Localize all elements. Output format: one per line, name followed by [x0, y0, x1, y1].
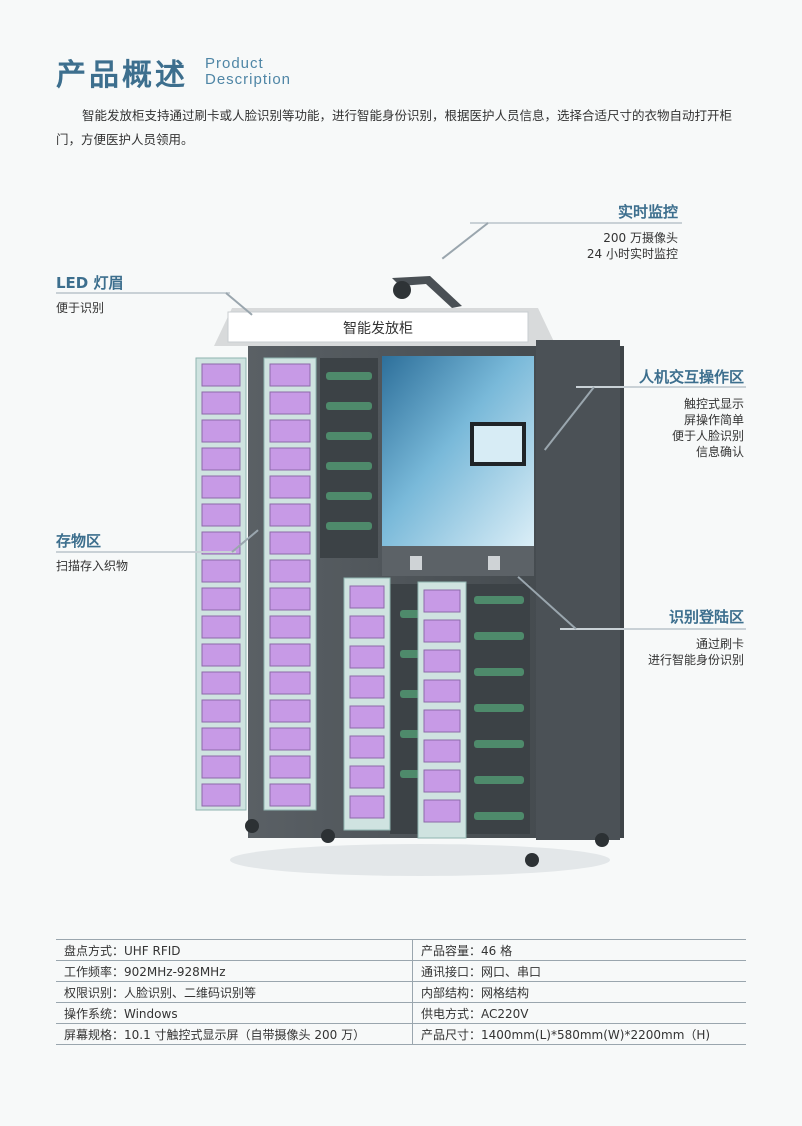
table-row: 盘点方式：UHF RFID 产品容量：46 格	[56, 939, 746, 961]
callout-login-text: 通过刷卡 进行智能身份识别	[647, 637, 744, 667]
callout-led-line	[56, 292, 230, 294]
callout-storage-text: 扫描存入织物	[56, 559, 129, 573]
spec-cell: 操作系统：Windows	[56, 1002, 413, 1024]
spec-cell: 屏幕规格：10.1 寸触控式显示屏（自带摄像头 200 万）	[56, 1023, 413, 1045]
callout-led-title: LED 灯眉	[56, 274, 124, 292]
callout-hmi-text: 触控式显示 屏操作简单 便于人脸识别 信息确认	[671, 397, 744, 459]
callout-login-title: 识别登陆区	[668, 608, 744, 626]
spec-table: 盘点方式：UHF RFID 产品容量：46 格 工作频率：902MHz-928M…	[56, 939, 746, 1045]
title-en: Product Description	[205, 56, 291, 88]
table-row: 工作频率：902MHz-928MHz 通讯接口：网口、串口	[56, 960, 746, 982]
spec-cell: 产品尺寸：1400mm(L)*580mm(W)*2200mm（H)	[412, 1023, 746, 1045]
title-en-line2: Description	[205, 71, 292, 88]
callout-monitor-line	[470, 222, 682, 224]
spec-cell: 通讯接口：网口、串口	[412, 960, 746, 982]
cabinet-label: 智能发放柜	[343, 321, 413, 337]
spec-cell: 盘点方式：UHF RFID	[56, 939, 413, 961]
callout-monitor-text: 200 万摄像头 24 小时实时监控	[586, 231, 678, 261]
callout-led-text: 便于识别	[56, 301, 105, 315]
table-row: 操作系统：Windows 供电方式：AC220V	[56, 1002, 746, 1024]
table-row: 屏幕规格：10.1 寸触控式显示屏（自带摄像头 200 万） 产品尺寸：1400…	[56, 1023, 746, 1045]
intro-text: 智能发放柜支持通过刷卡或人脸识别等功能，进行智能身份识别，根据医护人员信息，选择…	[56, 108, 733, 147]
title-en-line1: Product	[205, 55, 264, 72]
callout-hmi-line	[576, 386, 746, 388]
title-cn: 产品概述	[56, 58, 188, 93]
callout-storage-line	[56, 551, 236, 553]
callout-login-line	[560, 628, 746, 630]
callout-monitor-title: 实时监控	[617, 203, 678, 221]
callout-storage-title: 存物区	[56, 532, 102, 550]
spec-cell: 内部结构：网格结构	[412, 981, 746, 1003]
spec-cell: 产品容量：46 格	[412, 939, 746, 961]
spec-cell: 工作频率：902MHz-928MHz	[56, 960, 413, 982]
table-row: 权限识别：人脸识别、二维码识别等 内部结构：网格结构	[56, 981, 746, 1003]
spec-cell: 供电方式：AC220V	[412, 1002, 746, 1024]
callout-hmi-title: 人机交互操作区	[638, 368, 744, 386]
spec-cell: 权限识别：人脸识别、二维码识别等	[56, 981, 413, 1003]
